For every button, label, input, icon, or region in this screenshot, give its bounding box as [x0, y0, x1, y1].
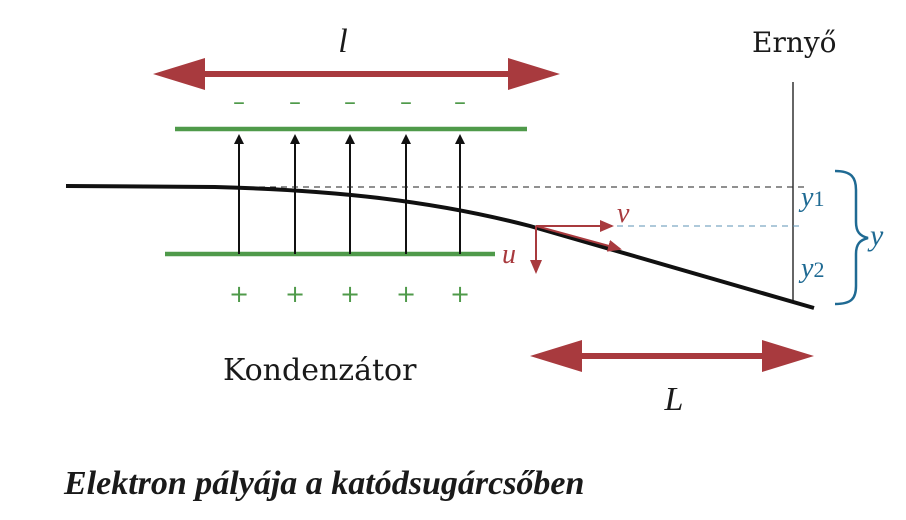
plate-length-label: l [338, 23, 347, 60]
screen-label: Ernyő [752, 26, 837, 59]
minus-charge: – [344, 88, 356, 116]
velocity-resultant-arrow [535, 225, 622, 252]
minus-charge: – [454, 88, 466, 116]
y2-main: y [798, 253, 814, 284]
electron-trajectory [65, 184, 815, 310]
minus-charge: – [233, 88, 245, 116]
y1-subscript: 1 [813, 186, 824, 211]
capacitor-label: Kondenzátor [223, 353, 417, 388]
plus-charge: + [229, 280, 249, 308]
bottom-charges: + + + + + [229, 280, 470, 308]
diagram-caption: Elektron pályája a katódsugárcsőben [63, 465, 584, 502]
distance-arrow [530, 340, 814, 372]
minus-charge: – [289, 88, 301, 116]
plus-charge: + [340, 280, 360, 308]
distance-label: L [664, 381, 684, 418]
plus-charge: + [396, 280, 416, 308]
y1-main: y [798, 182, 814, 213]
y2-label: y2 [798, 253, 824, 284]
plus-charge: + [285, 280, 305, 308]
y1-label: y1 [798, 182, 824, 213]
velocity-horizontal-label: v [617, 198, 630, 229]
plus-charge: + [450, 280, 470, 308]
velocity-components [530, 220, 622, 274]
velocity-vertical-label: u [502, 239, 516, 270]
plate-length-arrow [153, 58, 560, 90]
y2-subscript: 2 [813, 257, 824, 282]
y-brace [834, 169, 869, 306]
minus-charge: – [400, 88, 412, 116]
y-total-label: y [867, 219, 884, 252]
top-charges: – – – – – [233, 88, 466, 116]
